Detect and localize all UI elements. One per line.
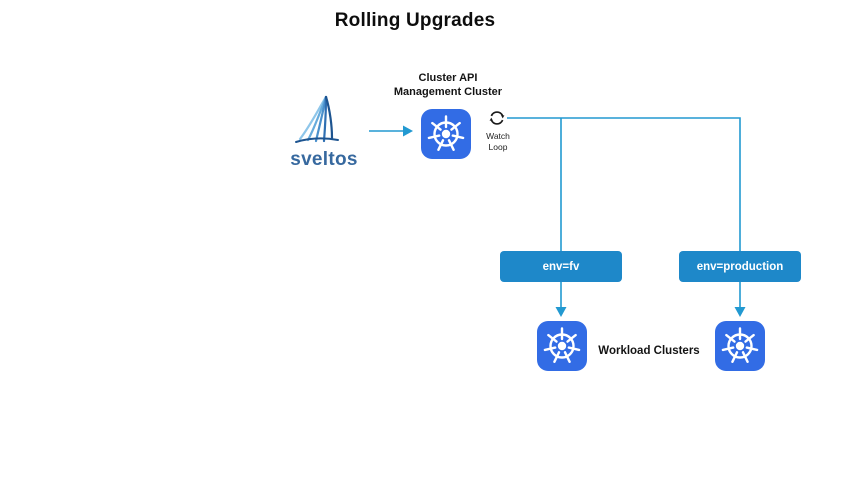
diagram-title: Rolling Upgrades (334, 10, 496, 31)
sveltos-to-management-arrowhead (403, 125, 413, 137)
fv-arrowhead (555, 307, 567, 317)
watch-loop-label-line1: Watch (486, 131, 510, 141)
management-cluster-label: Cluster API Management Cluster (368, 72, 528, 99)
env-production-label: env=production (679, 251, 801, 282)
management-cluster-label-line2: Management Cluster (393, 85, 503, 98)
workload-clusters-label: Workload Clusters (598, 345, 700, 357)
workload-cluster-fv-kubernetes-icon (537, 321, 587, 371)
env-fv-label: env=fv (500, 251, 622, 282)
sveltos-sail-icon (295, 95, 339, 143)
sveltos-logo: sveltos (284, 94, 364, 171)
watch-loop-label: Watch Loop (478, 131, 518, 152)
watch-loop-icon (489, 111, 505, 125)
watch-loop-label-line2: Loop (488, 141, 508, 152)
production-arrowhead (734, 307, 746, 317)
management-cluster-kubernetes-icon (421, 109, 471, 159)
watch-to-production-connector (507, 117, 741, 309)
sveltos-wordmark: sveltos (290, 149, 358, 170)
management-cluster-label-line1: Cluster API (418, 72, 478, 84)
workload-cluster-production-kubernetes-icon (715, 321, 765, 371)
